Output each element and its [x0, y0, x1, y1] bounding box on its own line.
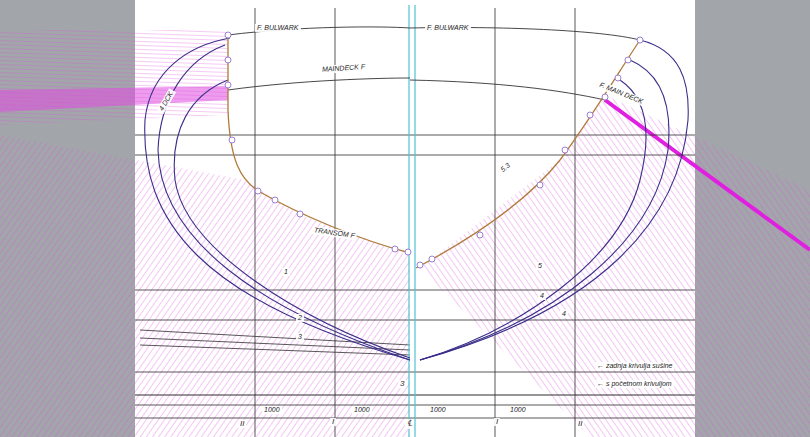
station-mark: I	[494, 418, 500, 427]
dimension: 1000	[508, 406, 528, 414]
frame-number: 3	[398, 380, 406, 389]
station-mark: II	[238, 420, 246, 429]
dimension: 1000	[352, 406, 372, 414]
station-mark: II	[576, 420, 584, 429]
deck-label: F. BULWARK	[255, 24, 301, 32]
dimension: 1000	[262, 406, 282, 414]
note: ← s početnom krivuljom	[595, 380, 674, 388]
note: ← zadnja krivulja sušine	[595, 362, 674, 370]
dimension: 1000	[428, 406, 448, 414]
centerline-mark: ℄	[405, 419, 414, 429]
station-number: 5	[536, 262, 544, 270]
deck-label: F. BULWARK	[425, 24, 471, 32]
station-number: 3	[296, 333, 304, 341]
station-number: 4	[560, 310, 568, 318]
station-mark: I	[330, 418, 336, 427]
station-number: 1	[282, 268, 290, 276]
station-number: 2	[296, 314, 304, 322]
station-number: 4	[538, 292, 546, 300]
